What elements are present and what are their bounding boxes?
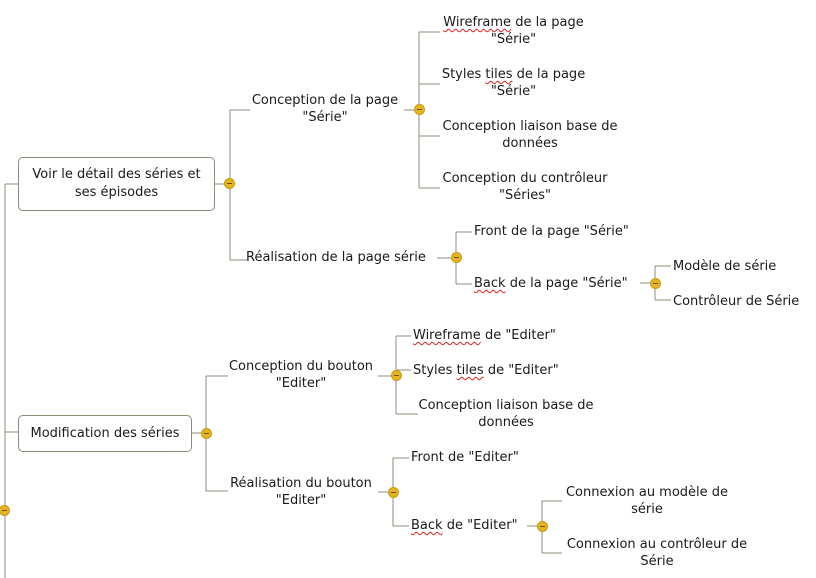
node-connexion-controleur-label: Connexion au contrôleur de Série <box>566 537 748 569</box>
collapse-toggle-icon[interactable] <box>224 178 235 189</box>
node-styles-page-label: de la page "Série" <box>490 67 586 99</box>
root-node-modification[interactable]: Modification des séries <box>18 415 192 452</box>
node-controleur-page-label: Conception du contrôleur "Séries" <box>442 171 608 203</box>
node-front-editer[interactable]: Front de "Editer" <box>411 449 519 466</box>
node-conception-bouton[interactable]: Conception du bouton "Editer" <box>226 358 376 392</box>
node-liaison-page[interactable]: Conception liaison base de données <box>440 118 620 152</box>
node-controleur-serie[interactable]: Contrôleur de Série <box>673 293 799 310</box>
root-node-modification-label: Modification des séries <box>30 425 180 441</box>
root-node-detail[interactable]: Voir le détail des séries et ses épisode… <box>18 157 215 211</box>
node-wireframe-editer[interactable]: Wireframe de "Editer" <box>413 327 556 344</box>
node-front-page-label: Front de la page "Série" <box>474 224 629 239</box>
spell-word: Wireframe <box>413 328 481 343</box>
spell-word: tiles <box>485 67 513 82</box>
node-liaison-editer[interactable]: Conception liaison base de données <box>416 397 596 431</box>
collapse-toggle-icon[interactable] <box>388 487 399 498</box>
node-controleur-serie-label: Contrôleur de Série <box>673 294 800 309</box>
node-front-editer-label: Front de "Editer" <box>411 450 519 465</box>
collapse-toggle-icon[interactable] <box>201 428 212 439</box>
spell-word: Back <box>411 518 443 533</box>
collapse-toggle-icon[interactable] <box>414 104 425 115</box>
node-wireframe-page[interactable]: Wireframe de la page "Série" <box>436 14 591 48</box>
node-back-editer[interactable]: Back de "Editer" <box>411 517 518 534</box>
spell-word: tiles <box>456 363 484 378</box>
styles-word: Styles <box>413 363 453 378</box>
collapse-toggle-icon[interactable] <box>650 278 661 289</box>
styles-word: Styles <box>441 67 482 82</box>
node-realisation-page[interactable]: Réalisation de la page série <box>246 249 426 266</box>
node-styles-editer-label: de "Editer" <box>487 363 559 378</box>
node-connexion-modele-label: Connexion au modèle de série <box>565 485 729 517</box>
node-conception-page-label: Conception de la page "Série" <box>251 93 399 125</box>
collapse-toggle-icon[interactable] <box>537 521 548 532</box>
node-styles-editer[interactable]: Styles tiles de "Editer" <box>413 362 559 379</box>
spell-word: Back <box>474 276 506 291</box>
node-connexion-controleur[interactable]: Connexion au contrôleur de Série <box>562 536 752 570</box>
root-node-detail-label: Voir le détail des séries et ses épisode… <box>32 167 201 200</box>
node-controleur-page[interactable]: Conception du contrôleur "Séries" <box>440 170 610 204</box>
node-liaison-page-label: Conception liaison base de données <box>442 119 618 151</box>
node-back-page[interactable]: Back de la page "Série" <box>474 275 628 292</box>
collapse-toggle-icon[interactable] <box>451 252 462 263</box>
collapse-toggle-icon[interactable] <box>391 370 402 381</box>
node-realisation-bouton[interactable]: Réalisation du bouton "Editer" <box>226 475 376 509</box>
node-modele-serie-label: Modèle de série <box>673 259 777 274</box>
node-conception-page[interactable]: Conception de la page "Série" <box>250 92 400 126</box>
node-styles-page[interactable]: Styles tiles de la page "Série" <box>436 66 591 100</box>
node-liaison-editer-label: Conception liaison base de données <box>418 398 594 430</box>
node-modele-serie[interactable]: Modèle de série <box>673 258 776 275</box>
node-wireframe-editer-label: de "Editer" <box>484 328 556 343</box>
node-back-page-label: de la page "Série" <box>509 276 628 291</box>
node-wireframe-page-label: de la page "Série" <box>490 15 584 47</box>
node-back-editer-label: de "Editer" <box>446 518 518 533</box>
node-realisation-page-label: Réalisation de la page série <box>246 250 426 265</box>
node-front-page[interactable]: Front de la page "Série" <box>474 223 629 240</box>
node-realisation-bouton-label: Réalisation du bouton "Editer" <box>230 476 372 508</box>
collapse-toggle-icon[interactable] <box>0 505 10 516</box>
node-conception-bouton-label: Conception du bouton "Editer" <box>228 359 374 391</box>
spell-word: Wireframe <box>443 15 512 30</box>
node-connexion-modele[interactable]: Connexion au modèle de série <box>562 484 732 518</box>
